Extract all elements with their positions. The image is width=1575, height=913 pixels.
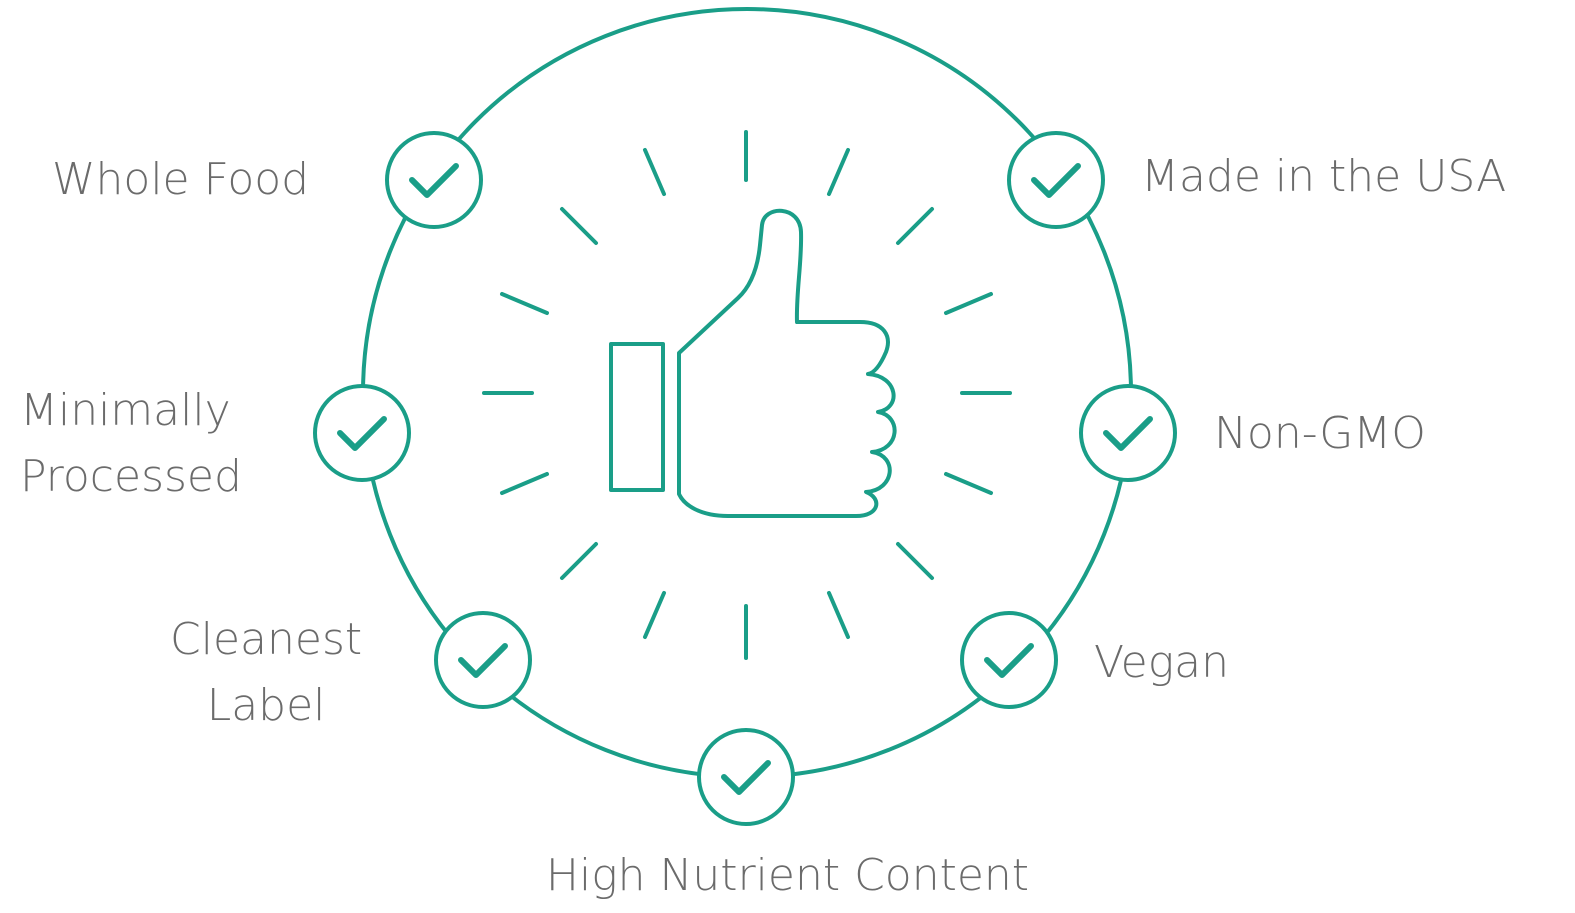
- badge-vegan: [960, 611, 1058, 709]
- label-whole-food: Whole Food: [52, 147, 309, 213]
- burst-rays: [482, 130, 1012, 660]
- label-line: Non-GMO: [1214, 408, 1426, 459]
- check-icon: [984, 643, 1034, 678]
- label-minimally-processed: Minimally Processed: [20, 378, 242, 510]
- label-cleanest-label: Cleanest Label: [170, 607, 362, 739]
- badge-made-in-usa: [1007, 131, 1105, 229]
- label-line: Processed: [20, 451, 242, 502]
- label-line: High Nutrient Content: [545, 850, 1030, 901]
- check-icon: [409, 163, 459, 198]
- check-icon: [337, 416, 387, 451]
- label-vegan: Vegan: [1094, 630, 1229, 696]
- label-made-in-usa: Made in the USA: [1141, 144, 1506, 210]
- label-line: Label: [206, 680, 326, 731]
- thumbs-up-icon: [609, 208, 897, 518]
- badge-non-gmo: [1079, 384, 1177, 482]
- check-icon: [1031, 163, 1081, 198]
- badge-high-nutrient: [697, 728, 795, 826]
- label-line: Cleanest: [170, 614, 363, 665]
- check-icon: [1103, 416, 1153, 451]
- label-non-gmo: Non-GMO: [1214, 401, 1426, 467]
- badge-whole-food: [385, 131, 483, 229]
- label-high-nutrient: High Nutrient Content: [0, 843, 1575, 909]
- check-icon: [458, 643, 508, 678]
- badge-minimally-processed: [313, 384, 411, 482]
- label-line: Made in the USA: [1141, 151, 1507, 202]
- label-line: Whole Food: [52, 154, 310, 205]
- label-line: Minimally: [20, 385, 231, 436]
- label-line: Vegan: [1094, 637, 1230, 688]
- check-icon: [721, 760, 771, 795]
- badge-cleanest-label: [434, 611, 532, 709]
